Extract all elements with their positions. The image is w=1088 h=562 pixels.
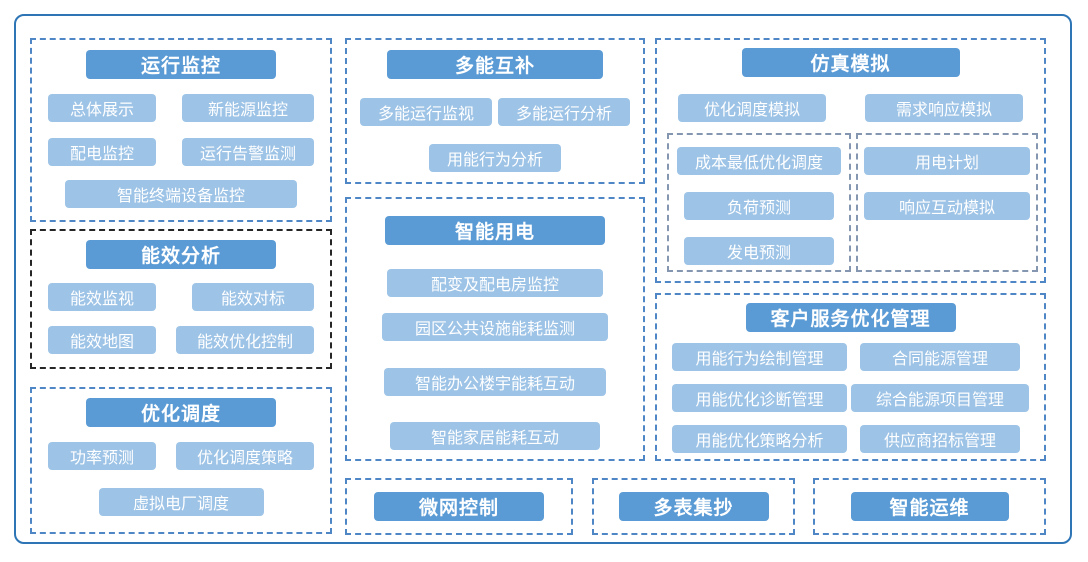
panel-multi-meter-reading: 多表集抄 [592,478,795,535]
module-multi-energy-operation-analysis: 多能运行分析 [498,98,630,126]
module-energy-use-behavior-analysis: 用能行为分析 [429,144,561,172]
module-new-energy-monitoring: 新能源监控 [182,94,314,122]
module-operation-alarm-monitoring: 运行告警监测 [182,138,314,166]
section-title-microgrid-control: 微网控制 [374,492,544,521]
module-multi-energy-operation-monitoring: 多能运行监视 [360,98,492,126]
module-dispatch-strategy: 优化调度策略 [176,442,314,470]
module-contract-energy-mgmt: 合同能源管理 [860,343,1020,371]
panel-microgrid-control: 微网控制 [345,478,573,535]
module-distribution-monitoring: 配电监控 [48,138,156,166]
section-title-energy-efficiency-analysis: 能效分析 [86,240,276,269]
module-response-interaction-simulation: 响应互动模拟 [864,192,1030,220]
module-power-forecast: 功率预测 [48,442,156,470]
section-title-smart-power-use: 智能用电 [385,216,605,245]
module-smart-office-building-energy-interaction: 智能办公楼宇能耗互动 [384,368,606,396]
module-energy-efficiency-optimization-control: 能效优化控制 [176,326,314,354]
module-load-forecast: 负荷预测 [684,192,834,220]
panel-energy-efficiency-analysis: 能效分析 能效监视 能效对标 能效地图 能效优化控制 [30,229,332,369]
section-title-simulation: 仿真模拟 [741,48,960,77]
module-supplier-bidding-mgmt: 供应商招标管理 [860,425,1020,453]
module-park-facilities-energy-monitoring: 园区公共设施能耗监测 [382,313,608,341]
module-generation-forecast: 发电预测 [684,237,834,265]
section-title-smart-operation-maintenance: 智能运维 [850,492,1009,521]
module-demand-response-simulation: 需求响应模拟 [865,94,1023,122]
section-title-optimal-dispatch: 优化调度 [86,398,276,427]
module-power-use-plan: 用电计划 [864,147,1030,175]
module-integrated-energy-project-mgmt: 综合能源项目管理 [851,384,1029,412]
module-energy-efficiency-monitoring: 能效监视 [48,283,156,311]
module-energy-optimization-strategy-analysis: 用能优化策略分析 [672,425,847,453]
module-transformer-room-monitoring: 配变及配电房监控 [387,269,603,297]
panel-smart-operation-maintenance: 智能运维 [813,478,1046,535]
section-title-multi-energy: 多能互补 [387,50,603,79]
section-title-operation-monitoring: 运行监控 [86,50,276,79]
module-energy-efficiency-map: 能效地图 [48,326,156,354]
section-title-multi-meter-reading: 多表集抄 [618,492,769,521]
module-virtual-power-plant-dispatch: 虚拟电厂调度 [98,488,264,516]
panel-customer-service-optimization: 客户服务优化管理 用能行为绘制管理 用能优化诊断管理 用能优化策略分析 合同能源… [655,293,1046,461]
module-energy-optimization-diagnosis-mgmt: 用能优化诊断管理 [672,384,847,412]
panel-smart-power-use: 智能用电 配变及配电房监控 园区公共设施能耗监测 智能办公楼宇能耗互动 智能家居… [345,197,645,461]
module-min-cost-dispatch: 成本最低优化调度 [677,147,841,175]
module-overall-display: 总体展示 [48,94,156,122]
module-dispatch-simulation: 优化调度模拟 [678,94,826,122]
panel-optimal-dispatch: 优化调度 功率预测 优化调度策略 虚拟电厂调度 [30,387,332,534]
module-smart-home-energy-interaction: 智能家居能耗互动 [390,422,600,450]
module-energy-efficiency-benchmarking: 能效对标 [192,283,314,311]
diagram-outer-frame [14,14,1072,544]
panel-operation-monitoring: 运行监控 总体展示 新能源监控 配电监控 运行告警监测 智能终端设备监控 [30,38,332,222]
section-title-customer-service-optimization: 客户服务优化管理 [745,303,956,332]
panel-multi-energy-complementarity: 多能互补 多能运行监视 多能运行分析 用能行为分析 [345,38,645,184]
simulation-subgroup-response: 用电计划 响应互动模拟 [856,133,1038,272]
module-smart-terminal-device-monitoring: 智能终端设备监控 [65,180,297,208]
module-energy-behavior-mapping-mgmt: 用能行为绘制管理 [672,343,847,371]
panel-simulation: 仿真模拟 优化调度模拟 需求响应模拟 成本最低优化调度 负荷预测 发电预测 用电… [655,38,1046,283]
simulation-subgroup-dispatch: 成本最低优化调度 负荷预测 发电预测 [667,133,851,272]
